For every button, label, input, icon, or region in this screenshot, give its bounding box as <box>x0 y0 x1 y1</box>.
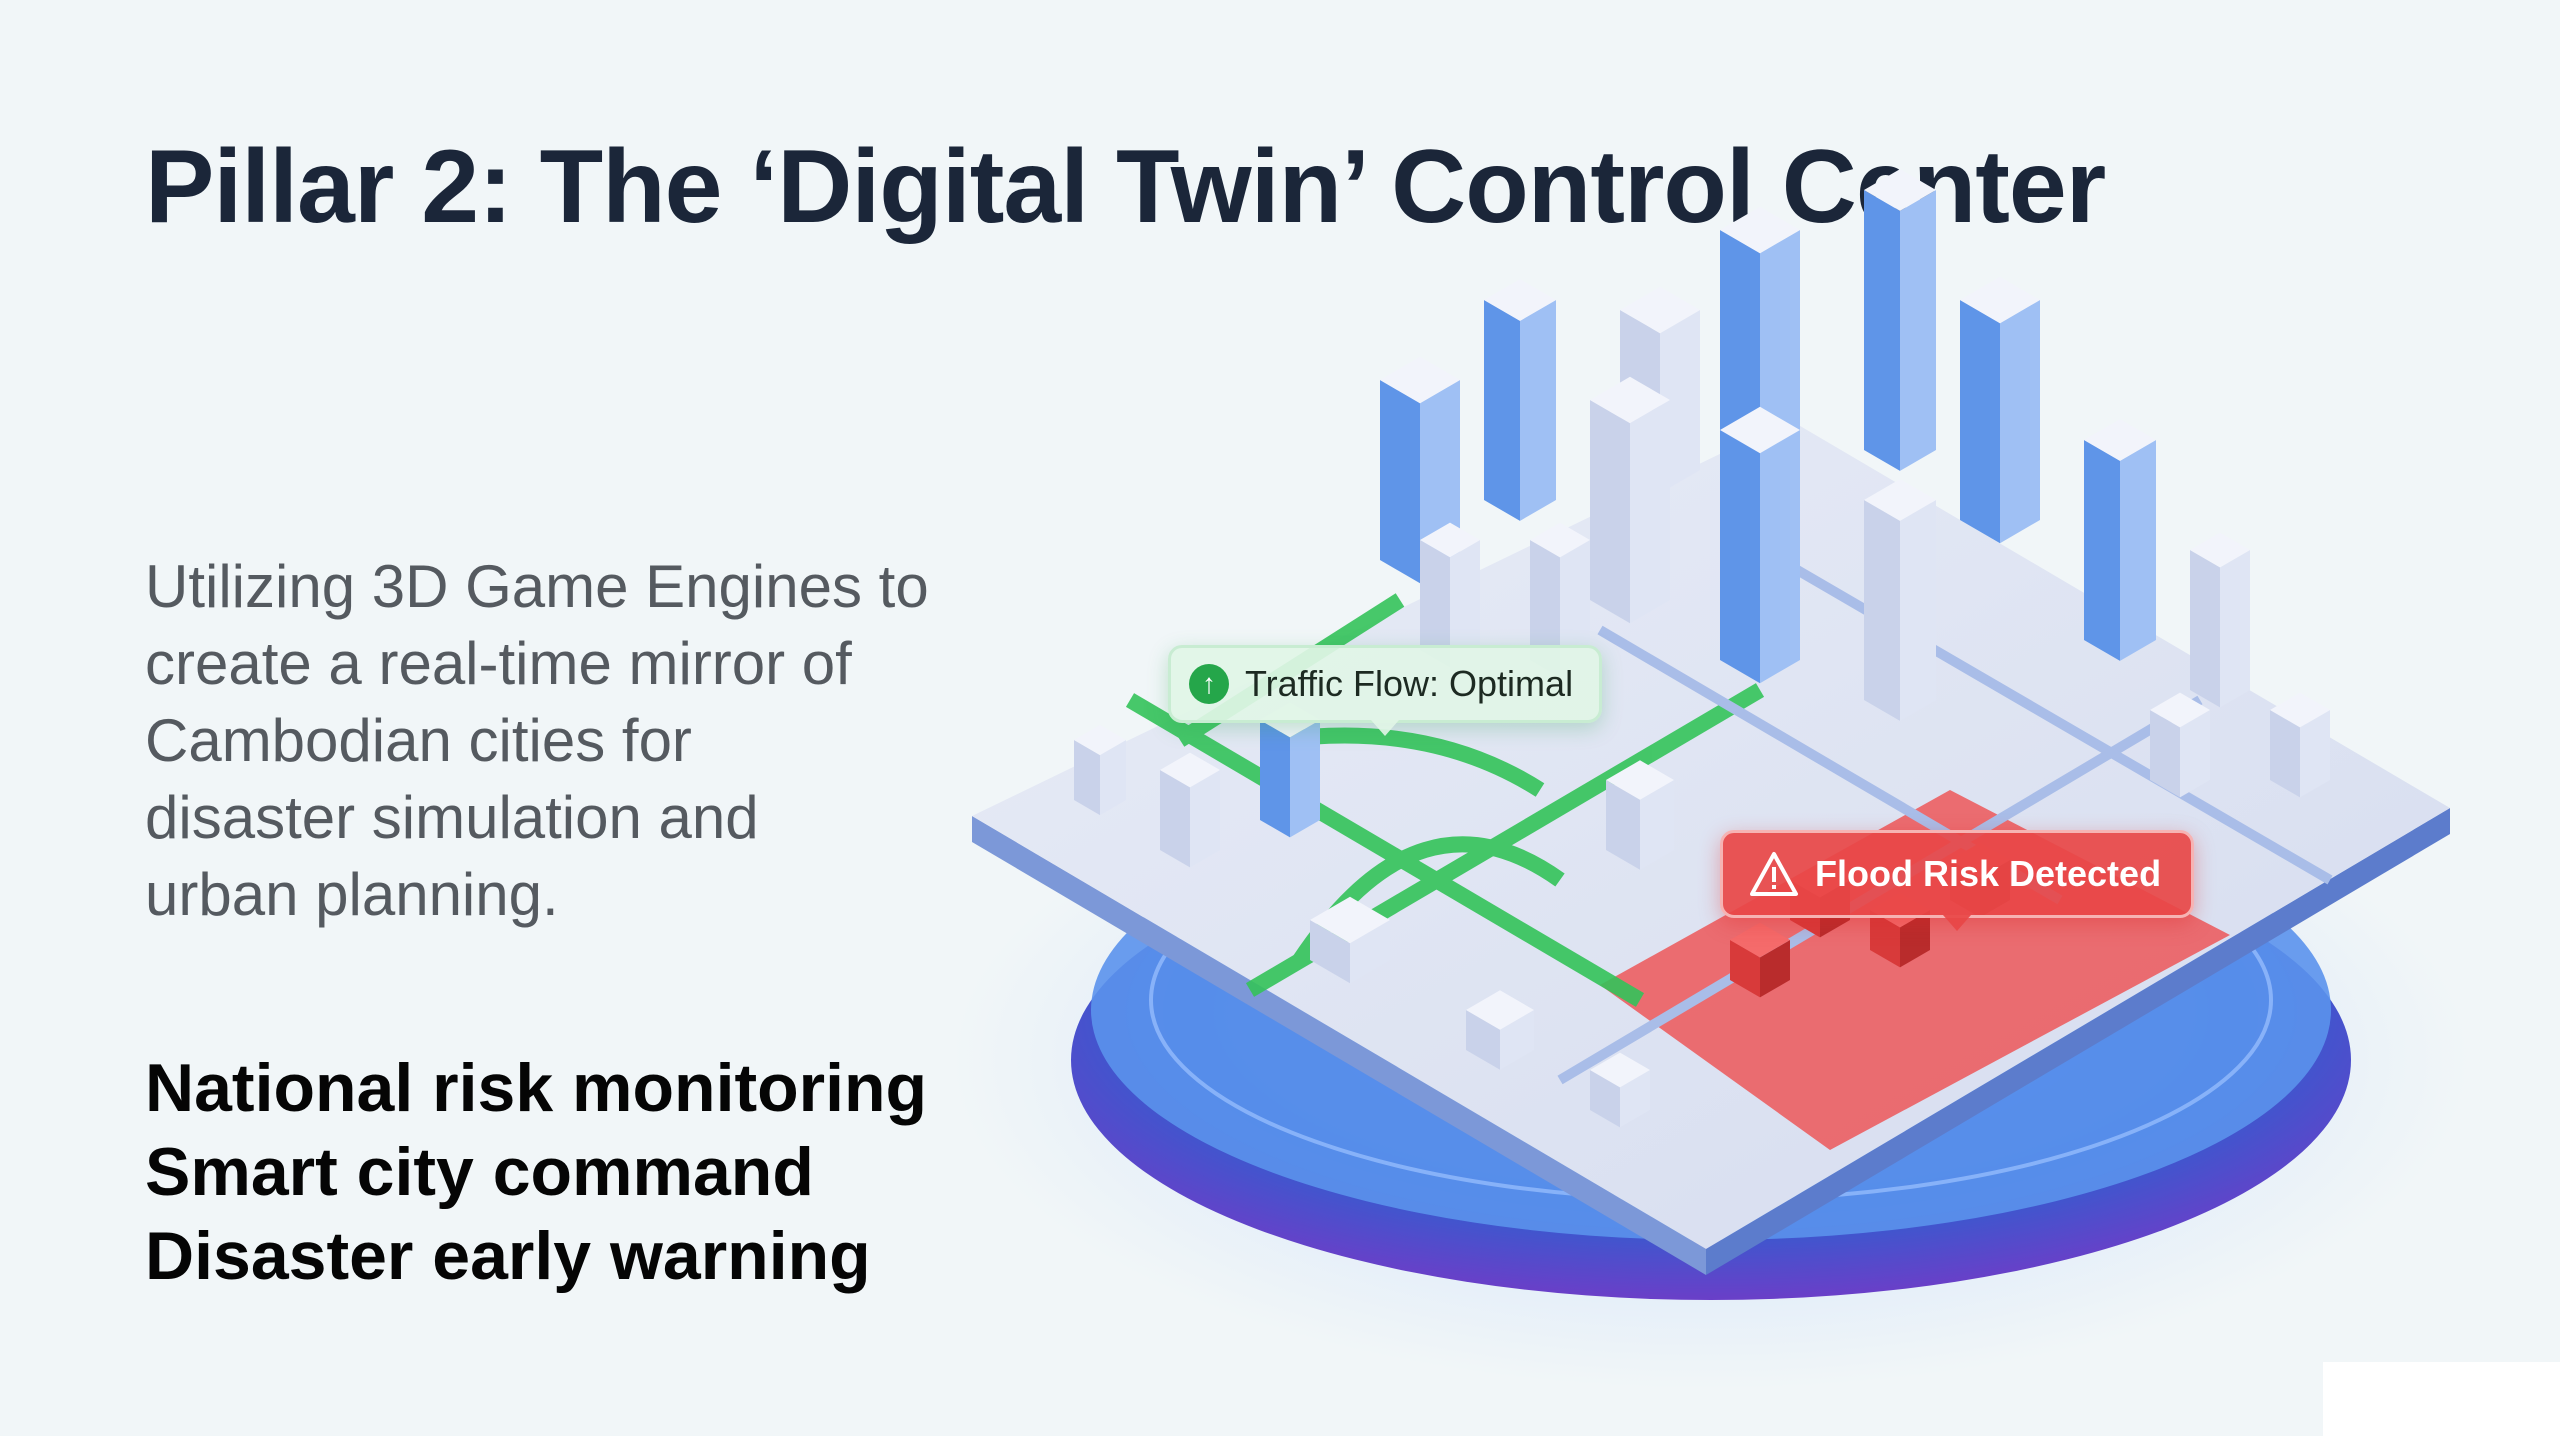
building-face <box>1350 920 1390 984</box>
building-face <box>2180 710 2210 798</box>
description-line: disaster simulation and <box>145 784 759 851</box>
building-face <box>1864 169 1936 211</box>
building-face <box>1310 920 1350 984</box>
platform-top <box>972 420 2450 1249</box>
building-face <box>1100 740 1126 816</box>
building-face <box>1190 770 1220 868</box>
building-face <box>1290 720 1320 838</box>
building-face <box>1760 940 1790 998</box>
building-face <box>1864 479 1936 521</box>
building-face <box>1380 380 1420 584</box>
building-face <box>1520 300 1556 521</box>
building-face <box>1900 190 1936 471</box>
bullet-item: Smart city command <box>145 1134 814 1210</box>
platform-side-left <box>972 816 1706 1275</box>
arrow-up-circle-icon: ↑ <box>1189 664 1229 704</box>
building-face <box>1420 522 1480 558</box>
traffic-label-text: Traffic Flow: Optimal <box>1245 663 1574 704</box>
flood-alert-label: Flood Risk Detected <box>1720 830 2195 931</box>
building-face <box>1590 1052 1650 1088</box>
building-face <box>1500 1010 1534 1070</box>
building-face <box>2150 692 2210 728</box>
building-face <box>1310 896 1390 944</box>
corner-patch <box>2323 1362 2560 1436</box>
building-face <box>1720 206 1800 254</box>
building-face <box>1484 300 1520 521</box>
building-face <box>2150 710 2180 798</box>
description-line: create a real-time mirror of <box>145 630 852 697</box>
building-face <box>2084 419 2156 461</box>
bullet-list: National risk monitoring Smart city comm… <box>145 1046 927 1298</box>
building-face <box>1160 770 1190 868</box>
building-face <box>1606 780 1640 870</box>
description-line: urban planning. <box>145 861 559 928</box>
building-face <box>1864 500 1900 721</box>
bullet-item: Disaster early warning <box>145 1218 871 1294</box>
building-face <box>1864 190 1900 471</box>
building-face <box>1606 760 1674 800</box>
description: Utilizing 3D Game Engines to create a re… <box>145 548 1045 933</box>
description-line: Cambodian cities for <box>145 707 692 774</box>
building-face <box>1380 356 1460 404</box>
building-face <box>1530 540 1560 678</box>
building-face <box>1074 724 1126 756</box>
traffic-status-label: ↑ Traffic Flow: Optimal <box>1168 645 1603 736</box>
building-face <box>1074 740 1100 816</box>
building-face <box>1260 720 1290 838</box>
building-face <box>1730 922 1790 958</box>
building-face <box>1640 780 1674 870</box>
building-face <box>1730 940 1760 998</box>
building-face <box>2084 440 2120 661</box>
building-face <box>1630 400 1670 624</box>
building-face <box>1160 752 1220 788</box>
building-face <box>2300 710 2330 798</box>
building-face <box>1420 540 1450 668</box>
building-face <box>1484 279 1556 321</box>
building-face <box>2270 692 2330 728</box>
bullet-item: National risk monitoring <box>145 1050 928 1126</box>
building-face <box>1620 286 1700 334</box>
building-face <box>1760 430 1800 684</box>
building-face <box>2190 532 2250 568</box>
building-face <box>2120 440 2156 661</box>
building-face <box>2270 710 2300 798</box>
building-face <box>1530 522 1590 558</box>
building-face <box>1466 1010 1500 1070</box>
description-line: Utilizing 3D Game Engines to <box>145 553 929 620</box>
building-face <box>1560 540 1590 678</box>
building-face <box>2000 300 2040 544</box>
building-face <box>2190 550 2220 708</box>
building-face <box>1960 276 2040 324</box>
platform-side-right <box>1706 808 2450 1275</box>
building-face <box>1720 406 1800 454</box>
building-face <box>1960 300 2000 544</box>
building-face <box>1450 540 1480 668</box>
building-face <box>1870 910 1900 968</box>
warning-triangle-icon <box>1750 852 1798 896</box>
building-face <box>1900 910 1930 968</box>
building-face <box>1620 1070 1650 1128</box>
building-face <box>1590 376 1670 424</box>
building-face <box>1590 1070 1620 1128</box>
building-face <box>1720 430 1760 684</box>
building-face <box>1900 500 1936 721</box>
flood-label-text: Flood Risk Detected <box>1815 853 2162 894</box>
building-face <box>2220 550 2250 708</box>
building-face <box>1466 990 1534 1030</box>
building-face <box>1590 400 1630 624</box>
